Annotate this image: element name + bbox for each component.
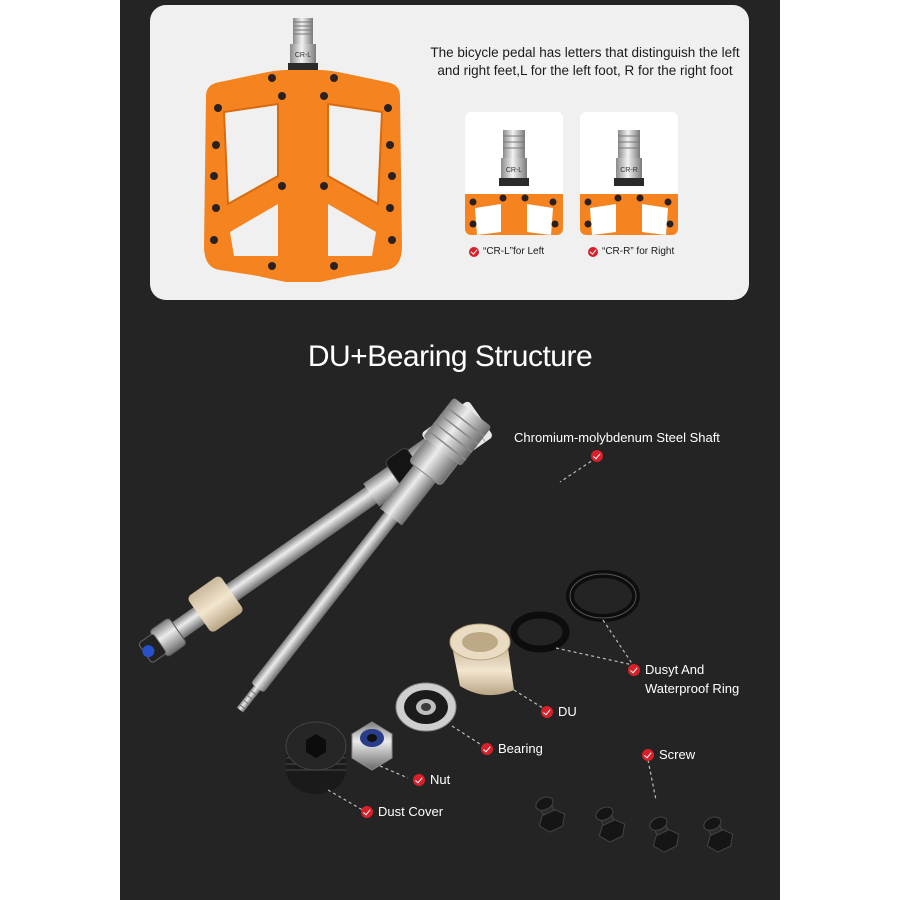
- left-thumb-stamp: CR-L: [506, 167, 522, 174]
- dust-cover-check-icon: [361, 805, 373, 818]
- shaft-check-icon: [591, 450, 603, 462]
- bearing-part: [395, 682, 457, 732]
- bearing-callout: Bearing: [481, 739, 543, 758]
- screw-label-text: Screw: [659, 747, 696, 762]
- left-thumb-caption: “CR-L”for Left: [469, 246, 544, 257]
- screw-check-icon: [642, 748, 654, 761]
- small-seal-ring: [510, 611, 570, 653]
- du-label-text: DU: [558, 704, 577, 719]
- screw-callout: Screw: [642, 745, 695, 764]
- check-icon: [588, 246, 598, 257]
- nut-callout: Nut: [413, 770, 450, 789]
- ring-label: Dusyt And Waterproof Ring: [645, 660, 739, 698]
- nylon-nut-part: [351, 721, 393, 771]
- left-pedal-thumbnail: CR-L: [465, 112, 563, 235]
- orange-pedal-illustration: CR-L: [204, 18, 402, 282]
- pedal-stamp-text: CR-L: [295, 52, 311, 59]
- right-thumb-caption: “CR-R” for Right: [588, 246, 674, 257]
- ring-label-line2: Waterproof Ring: [645, 681, 740, 696]
- dust-cover-label-text: Dust Cover: [378, 804, 444, 819]
- ring-label-line1: Dusyt And: [645, 662, 705, 677]
- screw-parts: [535, 796, 734, 853]
- bearing-label-text: Bearing: [498, 741, 543, 756]
- left-right-note: The bicycle pedal has letters that disti…: [430, 45, 740, 78]
- dust-cover-part: [285, 721, 347, 794]
- bearing-check-icon: [481, 742, 493, 755]
- ring-check-icon: [628, 664, 640, 676]
- right-thumb-stamp: CR-R: [620, 167, 638, 174]
- du-callout: DU: [541, 702, 577, 721]
- section-title: DU+Bearing Structure: [307, 340, 593, 373]
- right-pedal-thumbnail: CR-R: [580, 112, 678, 235]
- callout-lines: [327, 457, 657, 813]
- left-caption-text: “CR-L”for Left: [483, 246, 545, 257]
- shaft-callout: Chromium-molybdenum Steel Shaft: [514, 428, 720, 447]
- ring-callout: Dusyt And Waterproof Ring: [628, 660, 739, 698]
- nut-label-text: Nut: [430, 772, 451, 787]
- du-bushing: [449, 623, 514, 696]
- du-check-icon: [541, 705, 553, 718]
- shaft-label-text: Chromium-molybdenum Steel Shaft: [514, 430, 720, 445]
- dust-cover-callout: Dust Cover: [361, 802, 443, 821]
- right-caption-text: “CR-R” for Right: [602, 246, 675, 257]
- nut-check-icon: [413, 773, 425, 786]
- check-icon: [469, 246, 479, 257]
- bare-shaft: [236, 398, 491, 713]
